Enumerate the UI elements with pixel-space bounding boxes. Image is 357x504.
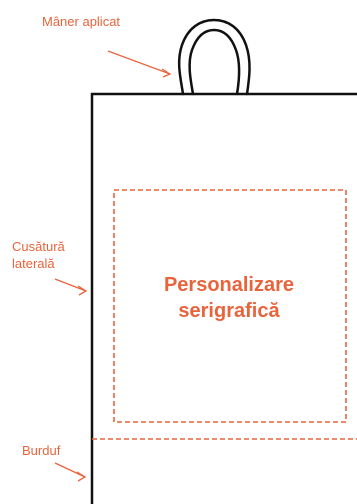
bag-body-outline [90,92,357,504]
side-seam-label-line1: Cusătură [12,239,65,254]
print-area-label-line2: serigrafică [178,300,280,322]
gusset-arrow [54,462,87,482]
handle-label: Mâner aplicat [42,14,121,29]
seam-arrow [54,278,88,296]
side-seam-label: Cusătură laterală [12,238,65,272]
print-area-box [113,189,347,423]
bag-handle [177,18,251,96]
side-seam-label-line2: laterală [12,256,55,271]
bag-handle-inner [188,28,241,96]
print-area-label-line1: Personalizare [163,274,295,296]
print-area-label: Personalizare serigrafică [112,272,346,324]
handle-arrow [107,50,172,78]
gusset-label: Burduf [22,443,61,458]
